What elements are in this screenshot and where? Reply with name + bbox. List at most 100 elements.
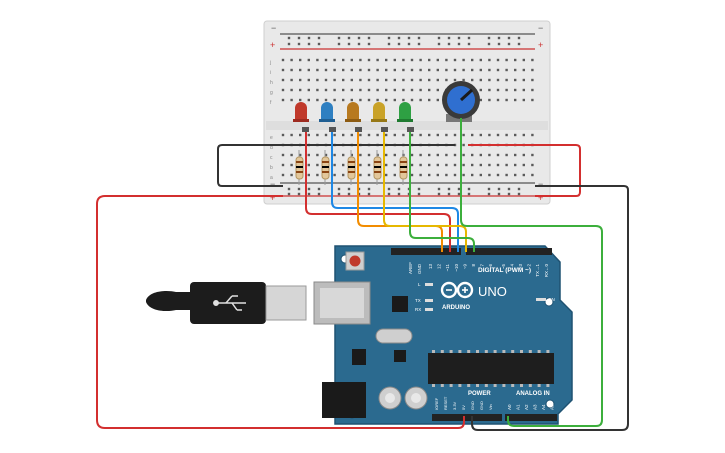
breadboard-hole [297, 187, 301, 191]
led-orange[interactable] [345, 102, 361, 122]
breadboard-hole [337, 42, 341, 46]
arduino-brand-label: ARDUINO [442, 305, 470, 311]
breadboard-hole [307, 68, 310, 72]
breadboard-hole [410, 173, 414, 177]
breadboard-hole [397, 42, 401, 46]
breadboard-hole [462, 133, 465, 137]
breadboard-hole [297, 42, 301, 46]
breadboard-hole [281, 133, 285, 137]
breadboard-hole [462, 163, 465, 167]
breadboard-hole [457, 42, 461, 46]
breadboard-hole [333, 173, 336, 177]
usb-cable [146, 282, 307, 324]
breadboard-hole [367, 78, 371, 82]
potentiometer[interactable] [442, 81, 480, 122]
breadboard-hole [436, 133, 439, 137]
breadboard-hole [342, 68, 345, 72]
digital-header-left [391, 248, 461, 255]
breadboard-hole [507, 187, 511, 191]
reset-button[interactable] [345, 251, 365, 271]
breadboard-hole [402, 133, 405, 137]
breadboard-hole [307, 78, 310, 82]
breadboard-hole [487, 192, 491, 196]
breadboard-hole [453, 58, 457, 62]
breadboard-hole [402, 58, 405, 62]
breadboard-hole [342, 153, 345, 157]
breadboard-hole [342, 133, 345, 137]
led-rx-label: RX [415, 307, 421, 312]
led-blue[interactable] [319, 102, 335, 122]
breadboard-hole [410, 153, 414, 157]
breadboard-hole [497, 36, 501, 40]
chip-pin [528, 350, 532, 353]
breadboard-hole [307, 173, 310, 177]
breadboard-hole [299, 153, 302, 157]
usb-symbol-icon [213, 295, 246, 311]
breadboard-hole [479, 78, 482, 82]
led-red[interactable] [293, 102, 309, 122]
breadboard-hole [445, 68, 448, 72]
breadboard-hole [453, 68, 457, 72]
usb-port-inner [320, 288, 364, 318]
breadboard-hole [317, 187, 321, 191]
chip-pin [476, 384, 479, 387]
breadboard-hole [307, 98, 310, 102]
crystal [375, 328, 413, 344]
breadboard-hole [333, 78, 336, 82]
chip-pin [440, 350, 444, 353]
analog-in-label: ANALOG IN [516, 391, 550, 397]
wires [96, 118, 629, 431]
breadboard-hole [514, 88, 517, 92]
breadboard-hole [350, 153, 353, 157]
breadboard-hole [359, 88, 362, 92]
breadboard-hole [505, 163, 508, 167]
digital-pin-label: ~9 [462, 264, 467, 270]
breadboard-hole [316, 163, 319, 167]
breadboard-hole [531, 153, 534, 157]
breadboard-hole [497, 42, 501, 46]
wire-pot-plus [468, 144, 581, 197]
breadboard-hole [419, 163, 422, 167]
breadboard-hole [333, 163, 336, 167]
breadboard-hole [419, 68, 422, 72]
breadboard-hole [307, 187, 311, 191]
breadboard-hole [445, 153, 448, 157]
breadboard-hole [436, 163, 439, 167]
breadboard-hole [479, 173, 482, 177]
breadboard-hole [517, 36, 521, 40]
breadboard-hole [307, 163, 310, 167]
chip-pin [546, 350, 550, 353]
breadboard-hole [496, 68, 500, 72]
breadboard-hole [316, 133, 319, 137]
breadboard-hole [316, 58, 319, 62]
breadboard-hole [522, 98, 525, 102]
chip-pin [537, 384, 541, 387]
breadboard-hole [297, 36, 301, 40]
wire-a0 [460, 118, 603, 427]
wire-gnd-left [217, 144, 283, 187]
breadboard-hole [342, 173, 345, 177]
breadboard-hole [436, 68, 439, 72]
breadboard-hole [531, 173, 534, 177]
breadboard-hole [287, 187, 291, 191]
small-ic [394, 350, 406, 362]
led-green[interactable] [397, 102, 413, 122]
breadboard-hole [387, 36, 391, 40]
analog-header [505, 414, 557, 421]
breadboard-hole [467, 36, 471, 40]
breadboard-hole [281, 78, 285, 82]
breadboard-hole [496, 173, 500, 177]
breadboard-hole [531, 88, 534, 92]
led-yellow[interactable] [371, 102, 387, 122]
breadboard-hole [428, 163, 431, 167]
breadboard-hole [437, 187, 441, 191]
breadboard-hole [316, 98, 319, 102]
chip-pin [493, 384, 497, 387]
breadboard-hole [505, 88, 508, 92]
breadboard-hole [281, 153, 285, 157]
breadboard-hole [359, 153, 362, 157]
breadboard-hole [281, 68, 285, 72]
digital-pin-label: 8 [471, 264, 476, 267]
breadboard-hole [387, 187, 391, 191]
